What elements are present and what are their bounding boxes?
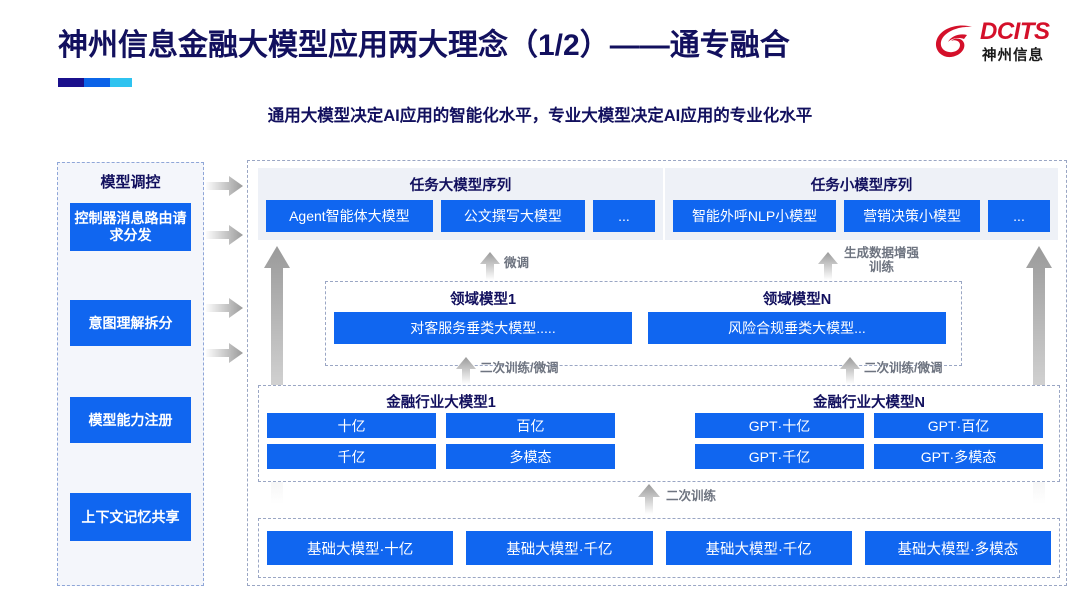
arrow-up-icon-left-tall bbox=[264, 246, 290, 504]
domain-model-1: 领域模型1 对客服务垂类大模型..... bbox=[334, 288, 632, 358]
arrow-right-icon-4 bbox=[205, 343, 243, 363]
base-model-cell-3[interactable]: 基础大模型·多模态 bbox=[864, 531, 1051, 565]
industry-model-n-grid: GPT·十亿 GPT·百亿 GPT·千亿 GPT·多模态 bbox=[695, 413, 1043, 469]
industry-n-cell-3[interactable]: GPT·多模态 bbox=[874, 444, 1043, 469]
domain-model-n-chip[interactable]: 风险合规垂类大模型... bbox=[648, 312, 946, 344]
dcits-swoosh-icon bbox=[935, 25, 972, 58]
model-control-panel: 模型调控 控制器消息路由请求分发 意图理解拆分 模型能力注册 上下文记忆共享 bbox=[57, 162, 204, 586]
industry-model-n: 金融行业大模型N GPT·十亿 GPT·百亿 GPT·千亿 GPT·多模态 bbox=[695, 391, 1043, 476]
base-model-cell-0[interactable]: 基础大模型·十亿 bbox=[267, 531, 454, 565]
domain-model-n: 领域模型N 风险合规垂类大模型... bbox=[648, 288, 946, 358]
industry-model-1-grid: 十亿 百亿 千亿 多模态 bbox=[267, 413, 615, 469]
arrow-up-icon-right-tall bbox=[1026, 246, 1052, 504]
label-data-augmentation-line1: 生成数据增强 bbox=[844, 246, 920, 260]
task-large-model-title: 任务大模型序列 bbox=[409, 178, 512, 194]
industry-model-1: 金融行业大模型1 十亿 百亿 千亿 多模态 bbox=[267, 391, 615, 476]
chip-more-small[interactable]: ... bbox=[988, 200, 1051, 232]
industry-model-n-title: 金融行业大模型N bbox=[813, 395, 925, 411]
task-small-model-sequence: 任务小模型序列 智能外呼NLP小模型 营销决策小模型 ... bbox=[665, 168, 1058, 240]
industry-1-cell-3[interactable]: 多模态 bbox=[446, 444, 615, 469]
model-stack-container bbox=[247, 160, 1067, 586]
arrow-up-icon-retrain-left bbox=[456, 357, 476, 384]
logo-text-en: DCITS bbox=[980, 18, 1050, 45]
base-model-cell-1[interactable]: 基础大模型·千亿 bbox=[466, 531, 653, 565]
base-model-row: 基础大模型·十亿 基础大模型·千亿 基础大模型·千亿 基础大模型·多模态 bbox=[267, 531, 1051, 565]
arrow-right-icon-3 bbox=[205, 298, 243, 318]
rule-segment-2 bbox=[84, 78, 110, 87]
industry-n-cell-2[interactable]: GPT·千亿 bbox=[695, 444, 864, 469]
chip-agent-model[interactable]: Agent智能体大模型 bbox=[266, 200, 433, 232]
control-item-intent[interactable]: 意图理解拆分 bbox=[70, 300, 191, 346]
domain-model-1-title: 领域模型1 bbox=[449, 292, 517, 308]
domain-model-n-title: 领域模型N bbox=[762, 292, 832, 308]
task-large-model-sequence: 任务大模型序列 Agent智能体大模型 公文撰写大模型 ... bbox=[258, 168, 663, 240]
task-large-model-chips: Agent智能体大模型 公文撰写大模型 ... bbox=[266, 200, 655, 232]
label-fine-tune: 微调 bbox=[504, 256, 530, 270]
industry-n-cell-1[interactable]: GPT·百亿 bbox=[874, 413, 1043, 438]
page-subtitle: 通用大模型决定AI应用的智能化水平，专业大模型决定AI应用的专业化水平 bbox=[267, 107, 813, 125]
label-data-augmentation-line2: 训练 bbox=[869, 260, 895, 275]
task-small-model-title: 任务小模型序列 bbox=[810, 178, 913, 194]
industry-model-1-title: 金融行业大模型1 bbox=[386, 395, 496, 411]
arrow-up-icon-data-aug bbox=[818, 252, 838, 280]
task-small-model-chips: 智能外呼NLP小模型 营销决策小模型 ... bbox=[673, 200, 1051, 232]
chip-outbound-nlp-model[interactable]: 智能外呼NLP小模型 bbox=[673, 200, 837, 232]
label-retrain: 二次训练 bbox=[666, 489, 717, 503]
rule-segment-3 bbox=[110, 78, 132, 87]
title-underline-rule bbox=[58, 78, 132, 87]
rule-segment-1 bbox=[58, 78, 84, 87]
base-model-cell-2[interactable]: 基础大模型·千亿 bbox=[665, 531, 852, 565]
domain-model-1-chip[interactable]: 对客服务垂类大模型..... bbox=[334, 312, 632, 344]
industry-1-cell-1[interactable]: 百亿 bbox=[446, 413, 615, 438]
domain-model-container: 领域模型1 对客服务垂类大模型..... 领域模型N 风险合规垂类大模型... bbox=[325, 281, 962, 366]
chip-more-large[interactable]: ... bbox=[593, 200, 655, 232]
industry-n-cell-0[interactable]: GPT·十亿 bbox=[695, 413, 864, 438]
control-item-router[interactable]: 控制器消息路由请求分发 bbox=[70, 203, 191, 251]
label-data-augmentation: 生成数据增强 训练 bbox=[844, 246, 919, 275]
label-retrain-finetune-left: 二次训练/微调 bbox=[480, 361, 559, 375]
page-title: 神州信息金融大模型应用两大理念（1/2）——通专融合 bbox=[58, 29, 790, 62]
industry-model-container: 金融行业大模型1 十亿 百亿 千亿 多模态 金融行业大模型N GPT·十亿 GP… bbox=[258, 385, 1060, 482]
arrow-up-icon-finetune-left bbox=[480, 252, 500, 280]
control-item-context[interactable]: 上下文记忆共享 bbox=[70, 493, 191, 541]
arrow-up-icon-retrain-right bbox=[840, 357, 860, 384]
arrow-right-icon-1 bbox=[205, 176, 243, 196]
chip-document-model[interactable]: 公文撰写大模型 bbox=[440, 200, 585, 232]
control-item-registry[interactable]: 模型能力注册 bbox=[70, 397, 191, 443]
industry-1-cell-2[interactable]: 千亿 bbox=[267, 444, 436, 469]
company-logo: DCITS 神州信息 bbox=[934, 16, 1066, 68]
model-control-title: 模型调控 bbox=[100, 174, 161, 191]
logo-text-cn: 神州信息 bbox=[982, 48, 1044, 64]
chip-marketing-decision-model[interactable]: 营销决策小模型 bbox=[844, 200, 981, 232]
base-model-container: 基础大模型·十亿 基础大模型·千亿 基础大模型·千亿 基础大模型·多模态 bbox=[258, 518, 1060, 578]
industry-1-cell-0[interactable]: 十亿 bbox=[267, 413, 436, 438]
arrow-up-icon-retrain-base bbox=[638, 484, 660, 514]
arrow-right-icon-2 bbox=[205, 225, 243, 245]
label-retrain-finetune-right: 二次训练/微调 bbox=[864, 361, 943, 375]
